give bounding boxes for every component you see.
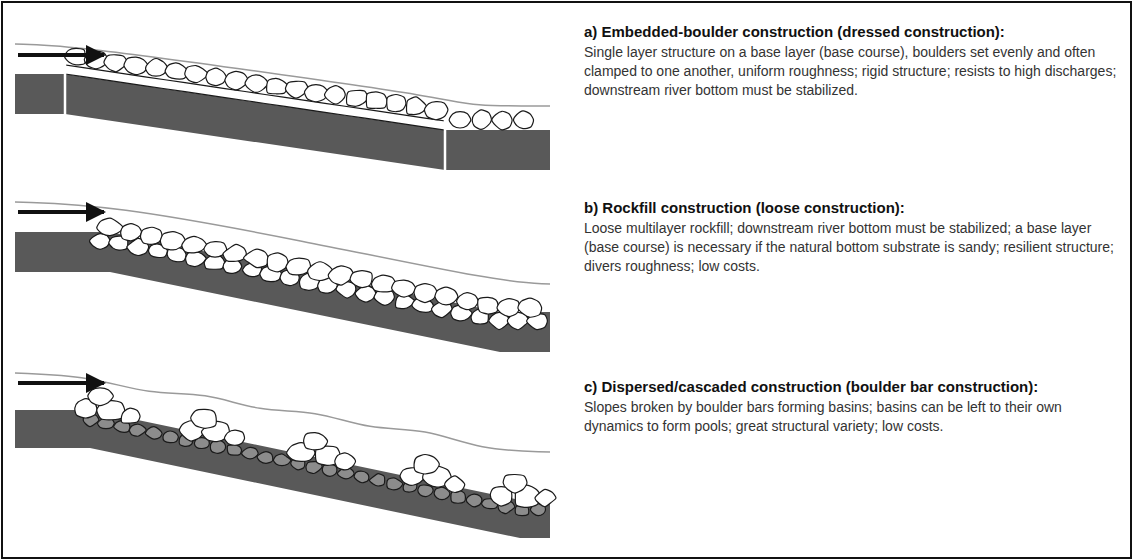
boulder (124, 57, 148, 75)
boulder (242, 447, 259, 458)
boulder (392, 280, 416, 297)
boulder (267, 78, 288, 93)
boulder (518, 298, 542, 317)
boulder (160, 232, 185, 250)
boulder (182, 236, 207, 252)
boulder (535, 489, 556, 506)
boulder (90, 234, 110, 250)
flow-arrow (18, 53, 104, 57)
boulder (354, 471, 369, 483)
river-section (15, 44, 550, 174)
boulder (88, 388, 114, 406)
boulder (503, 475, 527, 494)
river-section (15, 373, 556, 538)
section-heading: c) Dispersed/cascaded construction (boul… (584, 377, 1119, 396)
sheet-pile (64, 64, 67, 118)
boulder (185, 66, 208, 83)
boulder (449, 112, 471, 128)
boulder (387, 478, 403, 490)
boulder (350, 271, 372, 288)
boulder (104, 55, 127, 72)
flow-arrow (18, 381, 104, 385)
boulder (418, 485, 433, 496)
boulder (223, 244, 246, 261)
boulder (191, 409, 217, 428)
section-heading: a) Embedded-boulder construction (dresse… (584, 22, 1119, 41)
boulder (121, 224, 142, 241)
boulder (206, 68, 226, 85)
boulder (146, 58, 168, 76)
river-bed (15, 410, 550, 538)
base-layer (65, 65, 445, 130)
boulder (478, 297, 498, 314)
boulder (224, 430, 244, 445)
boulder (387, 95, 406, 112)
text-slot: Single layer structure on a base layer (… (584, 43, 1119, 100)
boulder (366, 92, 387, 108)
boulder (497, 299, 519, 317)
river-section (15, 202, 550, 352)
boulder (335, 453, 356, 470)
boulder (407, 97, 427, 115)
boulder (227, 445, 241, 455)
boulder (145, 427, 162, 439)
boulder (286, 258, 310, 275)
boulder (435, 287, 458, 305)
boulder (445, 476, 465, 493)
river-bed (15, 74, 550, 170)
section-description: Single layer structure on a base layer (… (584, 43, 1119, 100)
boulder (492, 111, 512, 130)
boulder (466, 494, 482, 507)
section-description: Slopes broken by boulder bars forming ba… (584, 398, 1119, 436)
boulder (369, 474, 384, 486)
boulder (186, 252, 207, 267)
boulder (267, 253, 288, 272)
section-description: Loose multilayer rockfill; downstream ri… (584, 219, 1119, 276)
boulder (304, 85, 327, 102)
text-slot: b) Rockfill construction (loose construc… (584, 198, 1119, 217)
section-heading: b) Rockfill construction (loose construc… (584, 198, 1119, 217)
text-slot: Loose multilayer rockfill; downstream ri… (584, 219, 1119, 276)
text-slot: a) Embedded-boulder construction (dresse… (584, 22, 1119, 41)
boulder (414, 454, 439, 473)
boulder (304, 433, 328, 450)
boulder (129, 424, 146, 436)
boulder (472, 110, 491, 129)
boulder (97, 218, 124, 236)
boulder (244, 249, 269, 268)
boulder (140, 227, 162, 244)
sheet-pile (444, 120, 447, 174)
boulder (328, 266, 354, 285)
boulder (513, 111, 533, 129)
boulder (121, 408, 140, 423)
river-bed (15, 232, 550, 352)
water-surface (15, 373, 550, 452)
flow-arrow (18, 210, 104, 214)
text-slot: c) Dispersed/cascaded construction (boul… (584, 377, 1119, 396)
boulder (322, 464, 337, 476)
boulder (424, 102, 447, 120)
boulder (257, 452, 273, 464)
boulder (163, 431, 178, 443)
boulder (225, 71, 248, 89)
boulder (165, 63, 187, 79)
boulder (414, 284, 437, 303)
boulder (245, 75, 268, 93)
text-slot: Slopes broken by boulder bars forming ba… (584, 398, 1119, 436)
boulder (347, 90, 368, 106)
boulder (457, 293, 479, 310)
boulder (325, 86, 346, 104)
